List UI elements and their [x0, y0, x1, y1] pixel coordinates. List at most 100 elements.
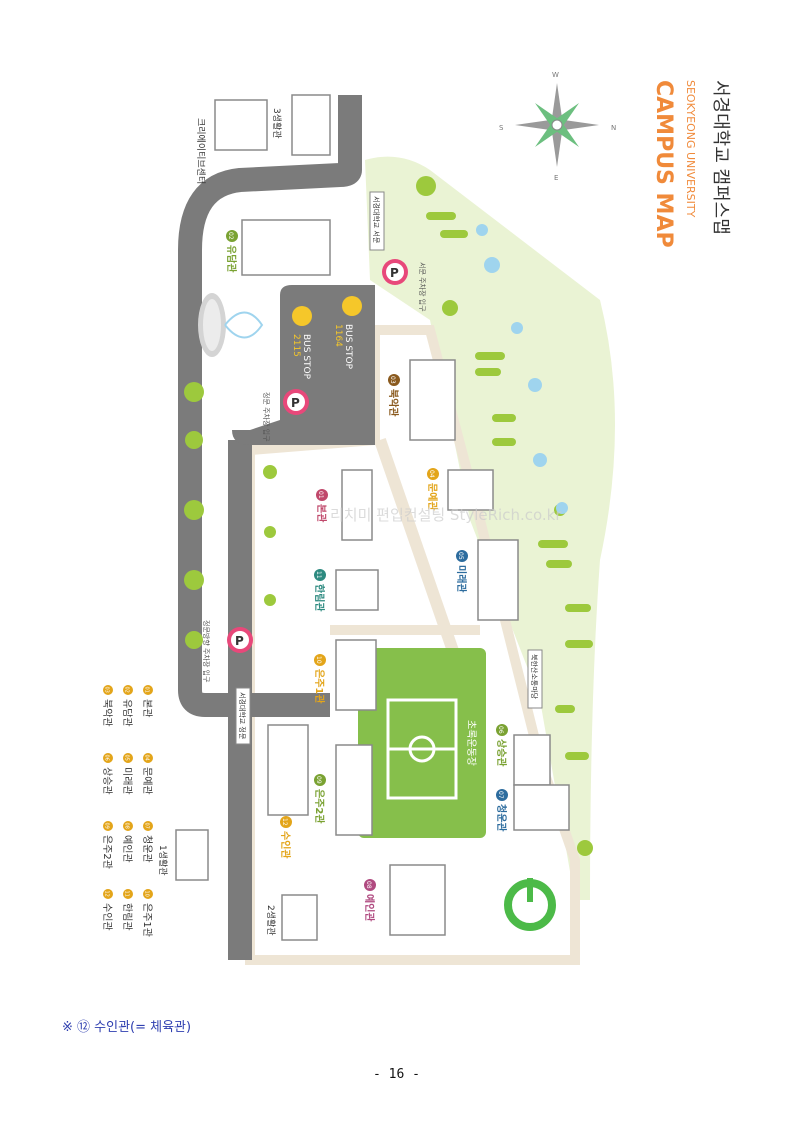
building-name: 미래관 [455, 565, 468, 593]
main-road [178, 95, 362, 717]
legend-number: 03 [104, 687, 110, 693]
gate-sign: 서경대학교 서문 [369, 191, 385, 251]
legend-badge [103, 821, 113, 831]
building-number-badge [316, 489, 328, 501]
building-number: 12 [281, 818, 288, 826]
bus-plaza [232, 285, 375, 445]
fountain [198, 293, 264, 357]
building-name: 상승관 [495, 739, 508, 767]
legend-badge [103, 753, 113, 763]
parking-icon: P 서문 주차장 입구 [382, 259, 427, 312]
footnote: ※ ⑫ 수인관(= 체육관) [62, 1020, 192, 1035]
compass-rose: W N E S [499, 71, 616, 182]
legend-name: 미래관 [121, 767, 133, 795]
building-number: 09 [315, 776, 322, 784]
parking-icon: P 정문방향 주차장 입구 [202, 620, 253, 683]
building-label-09: 09 은주2관 [313, 774, 326, 824]
legend-name: 청운관 [141, 835, 153, 863]
building-name: 한림관 [313, 584, 326, 612]
tree-row [184, 176, 593, 856]
legend-badge [143, 753, 153, 763]
building-number-badge [280, 816, 292, 828]
svg-text:서경대학교 정문: 서경대학교 정문 [238, 692, 247, 740]
legend-name: 은주1관 [141, 903, 153, 937]
legend-badge [123, 821, 133, 831]
svg-text:북한산소통마당: 북한산소통마당 [530, 654, 539, 700]
building-number: 06 [497, 726, 504, 734]
building-name: 예인관 [363, 894, 376, 922]
building-number-badge [226, 230, 238, 242]
legend-item: 05 미래관 [121, 753, 133, 795]
legend-badge [103, 685, 113, 695]
legend-badge [123, 753, 133, 763]
building-label-06: 06 상승관 [495, 724, 508, 767]
bus-stop-number: 2115 [291, 334, 301, 357]
legend-name: 본관 [141, 699, 153, 717]
bus-stop-number: 1164 [333, 324, 343, 347]
building-name: 북악관 [387, 389, 400, 417]
legend-name: 북악관 [101, 699, 113, 727]
legend-name: 은주2관 [101, 835, 113, 869]
watermark: 리치미 편입컨설팅 StyleRich.co.kr [330, 506, 562, 524]
compass-n: N [611, 124, 616, 132]
building-name: 유담관 [225, 245, 238, 273]
title-ko: 서경대학교 캠퍼스맵 [710, 80, 731, 235]
legend-badge [143, 821, 153, 831]
building-number: 02 [227, 232, 234, 240]
building-name: 은주2관 [313, 789, 326, 824]
building-name: 은주1관 [313, 669, 326, 704]
map-title: 서경대학교 캠퍼스맵 SEOKYEONG UNIVERSITY CAMPUS M… [651, 80, 731, 248]
building-number: 03 [389, 376, 396, 384]
legend-number: 08 [124, 823, 130, 829]
building-label-10: 10 은주1관 [313, 654, 326, 704]
legend-badge [123, 889, 133, 899]
compass-w: W [552, 71, 559, 79]
campus-map: W N E S 서경대학교 캠퍼스맵 SEOKYEONG UNIVERSITY … [101, 71, 731, 965]
legend-badge [123, 685, 133, 695]
building-label-02: 02 유담관 [225, 230, 238, 273]
building-number: 08 [365, 881, 372, 889]
building-number-badge [496, 724, 508, 736]
parking-icon: P 정문 주차장 입구 [262, 389, 309, 442]
svg-text:서경대학교 서문: 서경대학교 서문 [372, 196, 381, 244]
legend-item: 09 은주2관 [101, 821, 113, 869]
building-number-badge [364, 879, 376, 891]
field-label: 초록운동장 [465, 720, 477, 766]
legend-number: 05 [124, 755, 130, 761]
legend-name: 예인관 [121, 835, 133, 863]
library-sign: 북한산소통마당 [527, 649, 543, 709]
legend-number: 04 [144, 755, 150, 761]
building-number: 10 [315, 656, 322, 664]
building-name: 문예관 [426, 483, 439, 511]
building-label-12: 12 수인관 [279, 816, 292, 859]
compass-e: E [554, 174, 558, 182]
svg-text:P: P [235, 634, 244, 648]
extra-building-label: 3생활관 [271, 108, 283, 139]
building-labels: 01본관02유담관03북악관04문예관05미래관06상승관07청운관08예인관0… [225, 230, 508, 922]
legend-badge [143, 889, 153, 899]
legend-item: 03 북악관 [101, 685, 113, 727]
legend-number: 09 [104, 823, 110, 829]
legend-badge [143, 685, 153, 695]
legend-number: 01 [144, 687, 150, 693]
bus-stop-1164: BUS STOP 1164 [333, 296, 362, 370]
building-name: 본관 [315, 504, 328, 523]
building-number-badge [314, 654, 326, 666]
building-name: 수인관 [279, 831, 292, 859]
legend-number: 10 [144, 891, 150, 897]
parking-label: 정문방향 주차장 입구 [202, 620, 211, 683]
legend-number: 07 [144, 823, 150, 829]
legend-item: 07 청운관 [141, 821, 153, 863]
building-shapes [175, 94, 570, 941]
building-number-badge [427, 468, 439, 480]
extra-building-label: 1생활관 [157, 845, 169, 876]
svg-text:P: P [390, 266, 399, 280]
building-name: 청운관 [495, 804, 508, 832]
building-label-08: 08 예인관 [363, 879, 376, 922]
